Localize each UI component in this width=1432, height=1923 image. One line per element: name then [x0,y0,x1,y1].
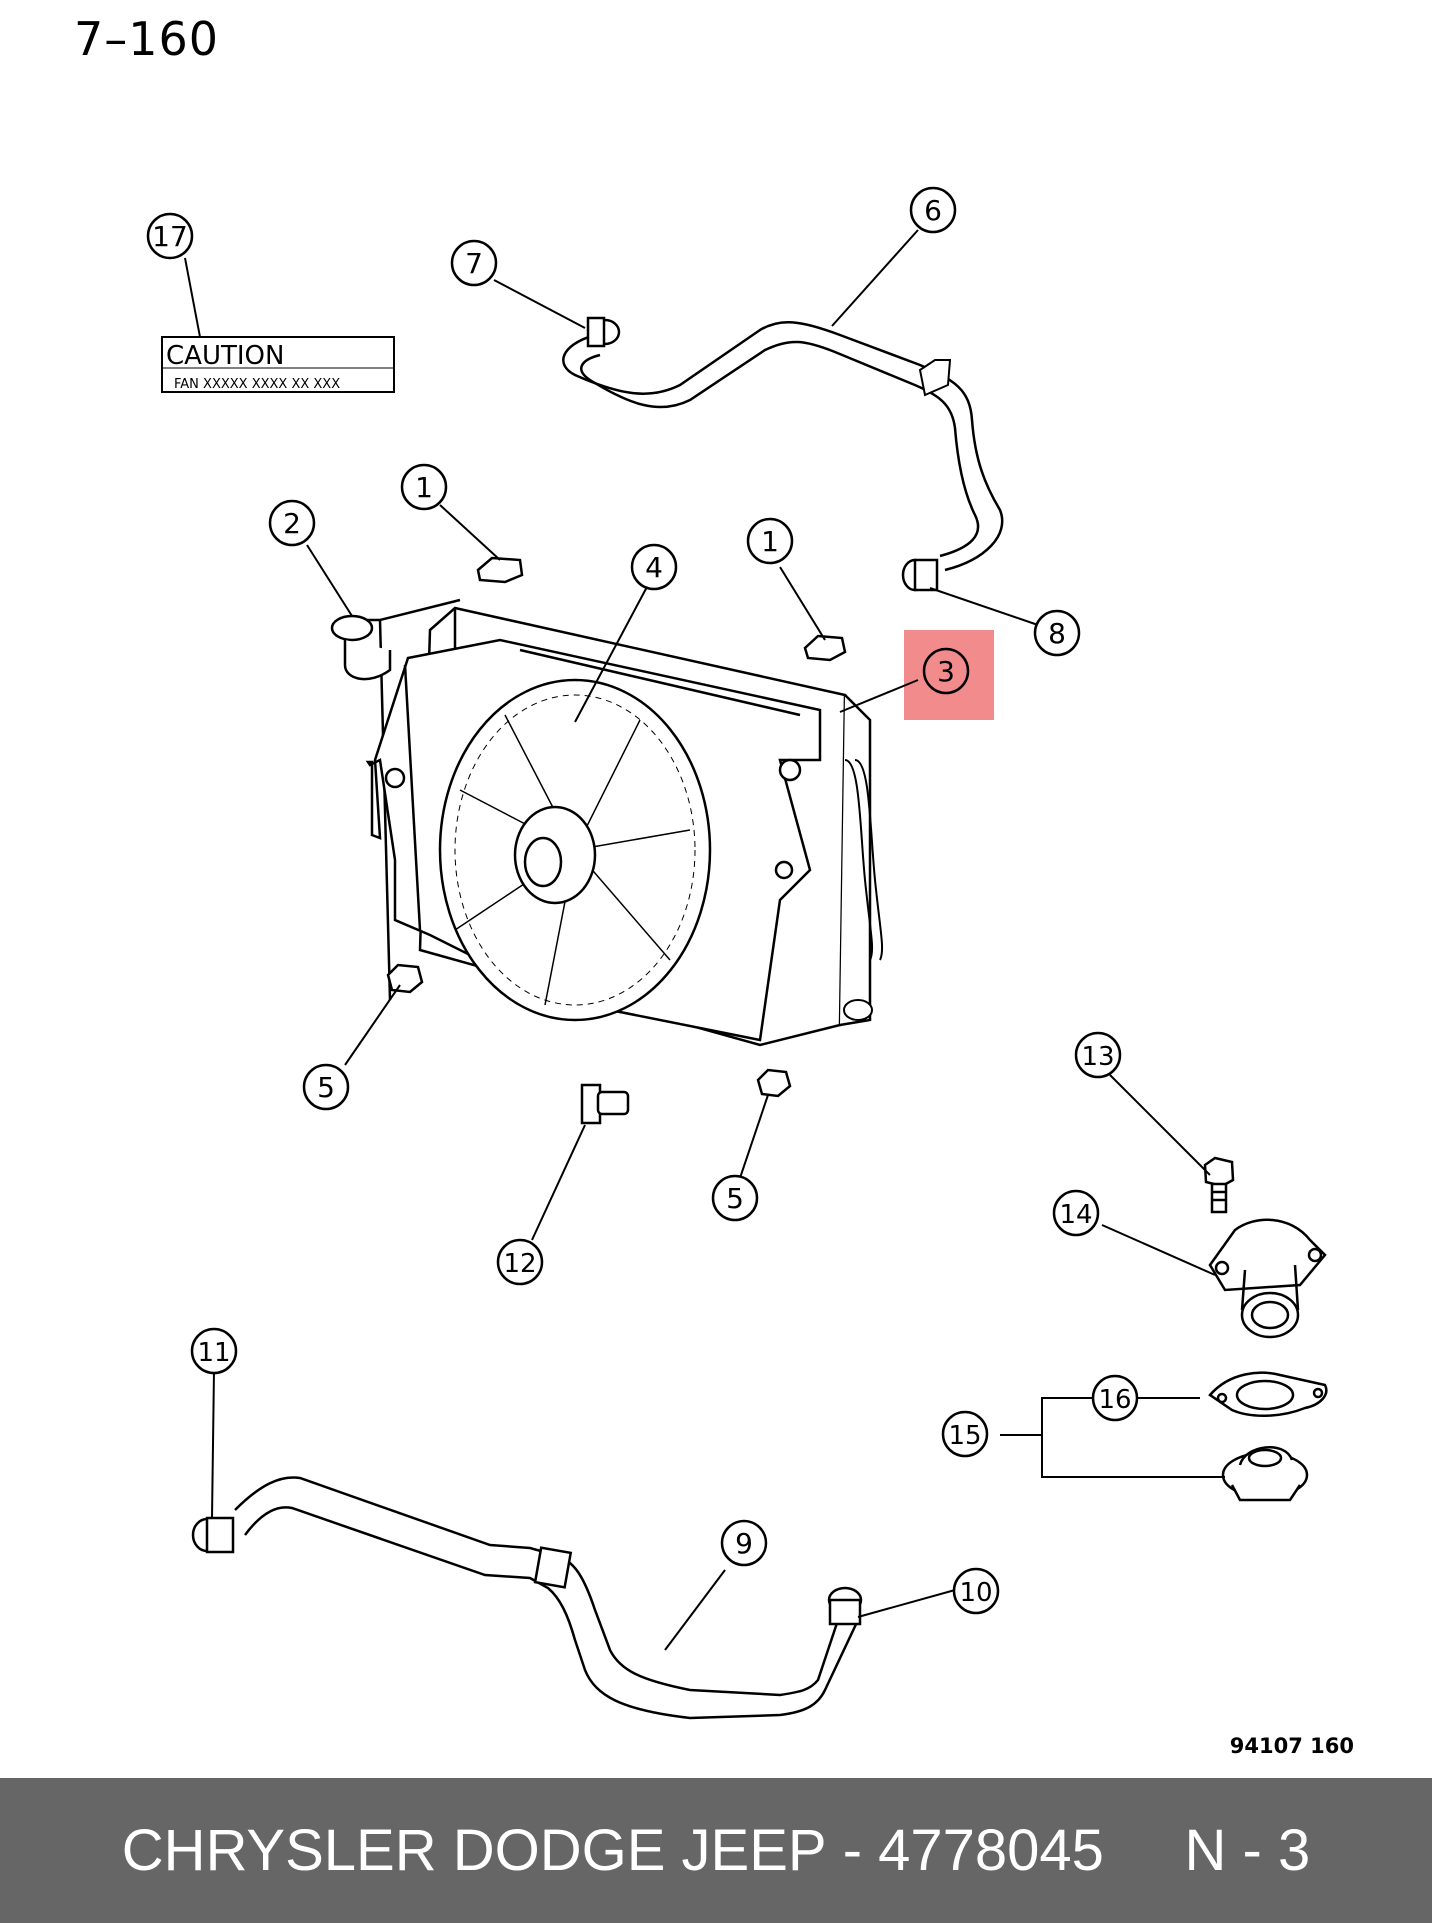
svg-text:13: 13 [1081,1042,1114,1072]
footer-bar: CHRYSLER DODGE JEEP - 4778045 N - 3 [0,1778,1432,1923]
footer-position: N - 3 [1184,1818,1311,1883]
footer-separator: - [826,1818,879,1883]
callout-12: 12 [496,1238,544,1286]
callout-11: 11 [190,1327,238,1375]
callout-6: 6 [909,186,957,234]
callout-17: 17 [146,212,194,260]
callout-10: 10 [952,1567,1000,1615]
electric-fan [438,678,712,1022]
svg-text:16: 16 [1098,1385,1131,1415]
leader-lines [184,229,1216,1651]
hose-clamp-11 [191,1516,235,1554]
radiator-side-pipe [843,759,884,1021]
callout-3-highlight [904,630,994,720]
svg-text:1: 1 [761,525,779,558]
callout-15-bracket [1000,1397,1225,1478]
callout-5-right: 5 [711,1174,759,1222]
svg-text:7: 7 [465,247,483,280]
callout-16: 16 [1091,1374,1139,1422]
callout-3: 3 [922,647,970,695]
caution-title: CAUTION [166,341,284,371]
svg-text:1: 1 [415,471,433,504]
hose-sleeve [533,1546,573,1589]
callout-14: 14 [1052,1189,1100,1237]
lower-mount-nut-left [386,963,424,994]
svg-text:12: 12 [503,1249,536,1279]
svg-text:9: 9 [735,1527,753,1560]
svg-text:3: 3 [937,655,955,688]
upper-mount-clip-right [803,634,847,662]
callout-9: 9 [720,1519,768,1567]
svg-text:10: 10 [959,1578,992,1608]
callout-5-left: 5 [302,1063,350,1111]
svg-text:17: 17 [152,220,188,253]
callout-13: 13 [1074,1031,1122,1079]
svg-text:5: 5 [317,1071,335,1104]
upper-mount-clip-left [476,556,524,584]
hose-clamp-7 [586,316,621,348]
lower-mount-nut-right [756,1068,792,1098]
callout-15: 15 [941,1410,989,1458]
thermostat-gasket [1208,1371,1328,1418]
svg-text:2: 2 [283,507,301,540]
footer-part-number: 4778045 [878,1818,1104,1883]
housing-bolt [1203,1156,1235,1214]
hose-clamp-10 [827,1586,863,1626]
svg-text:15: 15 [948,1421,981,1451]
svg-text:11: 11 [197,1338,230,1368]
footer-brand: CHRYSLER DODGE JEEP [121,1818,827,1883]
radiator-fill-neck [330,614,392,681]
upper-radiator-hose [562,321,1004,572]
svg-text:8: 8 [1048,617,1066,650]
lower-radiator-hose [234,1476,860,1720]
svg-text:4: 4 [645,551,663,584]
svg-text:14: 14 [1059,1200,1092,1230]
callout-7: 7 [450,239,498,287]
callouts: 17 7 6 1 2 4 1 8 3 5 12 5 13 14 11 16 15… [146,186,1139,1615]
hose-bracket [918,359,952,397]
figure-code: 94107 160 [1229,1734,1354,1758]
callout-2: 2 [268,499,316,547]
parts-diagram: CAUTION FAN XXXXX XXXX XX XXX [146,186,1328,1720]
svg-text:6: 6 [924,194,942,227]
footer-gap [1104,1817,1185,1884]
callout-1-left: 1 [400,463,448,511]
caution-label: CAUTION FAN XXXXX XXXX XX XXX [161,336,395,393]
callout-1-right: 1 [746,517,794,565]
callout-4: 4 [630,543,678,591]
caution-text: FAN XXXXX XXXX XX XXX [174,377,340,392]
page-reference: 7–160 [74,12,220,66]
thermostat [1221,1446,1309,1502]
svg-text:5: 5 [726,1182,744,1215]
drain-plug [580,1083,630,1125]
hose-clamp-8 [901,558,939,592]
thermostat-housing [1208,1218,1327,1339]
callout-8: 8 [1033,609,1081,657]
